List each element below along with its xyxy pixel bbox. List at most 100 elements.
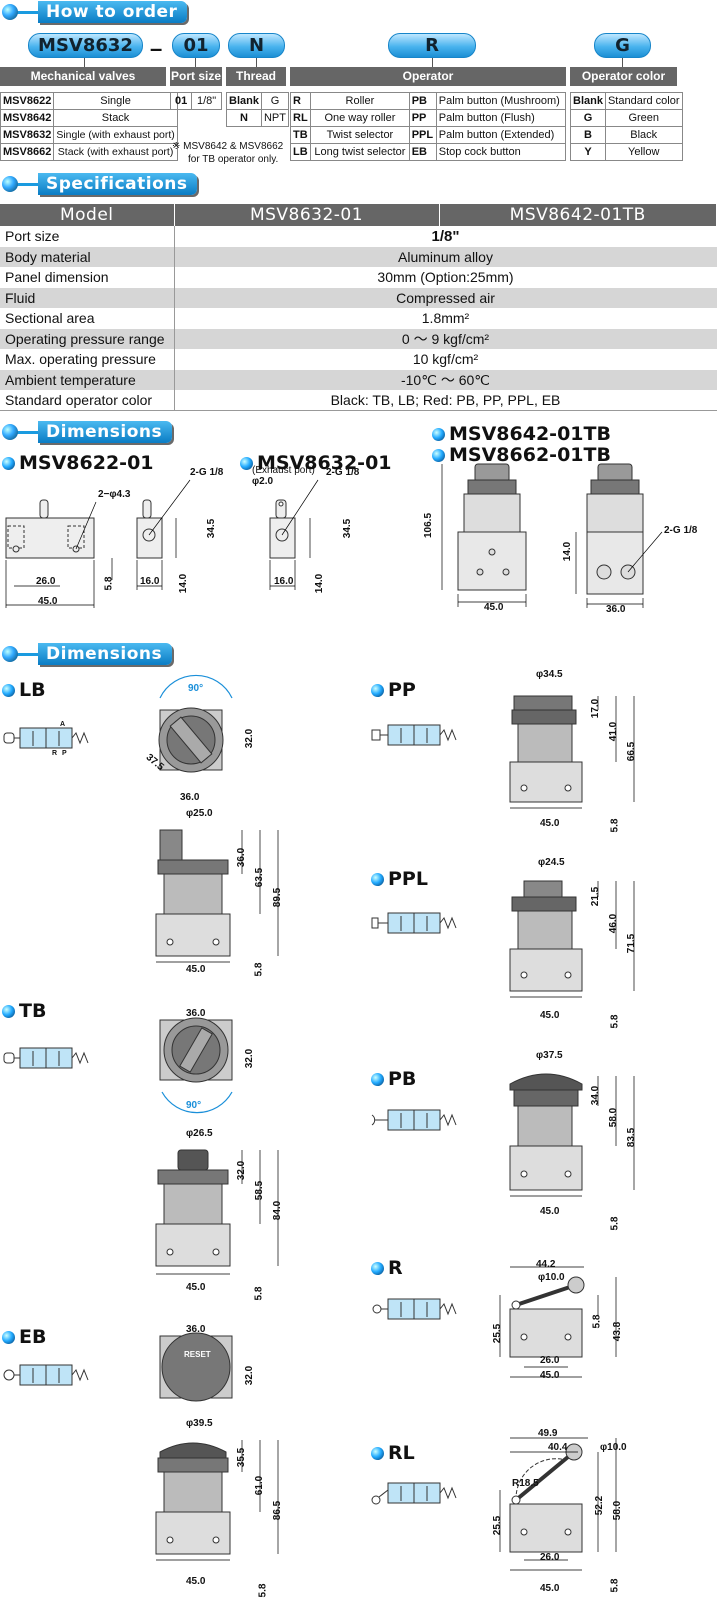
header-color: Operator color <box>570 67 677 86</box>
model-title-msv8642: MSV8642-01TB <box>432 423 611 445</box>
eb-side-view <box>155 1440 279 1561</box>
dim-label: 21.5 <box>590 886 602 907</box>
dim-label: 26.0 <box>540 1355 560 1366</box>
dim-label: 32.0 <box>244 1365 256 1386</box>
dim-label: 35.5 <box>236 1447 248 1468</box>
bullet-icon <box>371 1446 384 1460</box>
dim-label: 43.8 <box>612 1321 624 1342</box>
dim-label: 66.5 <box>626 741 638 762</box>
dim-label: 58.0 <box>608 1107 620 1128</box>
valve-symbol-icon <box>3 727 89 749</box>
section-title: How to order <box>38 1 188 23</box>
dim-label: 32.0 <box>244 1048 256 1069</box>
msv8642-drawing <box>441 463 663 608</box>
dim-label: 36.0 <box>186 1008 206 1019</box>
dim-label: 26.0 <box>36 576 56 587</box>
eb-top-view <box>159 1332 233 1402</box>
bullet-icon <box>371 1261 384 1275</box>
bullet-icon <box>2 4 18 20</box>
dim-label: 45.0 <box>38 596 58 607</box>
r-drawing <box>499 1266 617 1378</box>
dim-label: 17.0 <box>590 698 602 719</box>
tb-side-view <box>155 1149 279 1275</box>
msv8622-drawing <box>5 479 191 608</box>
dim-label: 84.0 <box>272 1200 284 1221</box>
dim-label: φ10.0 <box>600 1442 627 1453</box>
bullet-icon <box>2 424 18 440</box>
dim-label: 5.8 <box>609 1578 621 1593</box>
dim-label: 45.0 <box>540 1370 560 1381</box>
dim-label: 71.5 <box>626 933 638 954</box>
dim-label: 16.0 <box>274 576 294 587</box>
dim-label: 45.0 <box>540 1206 560 1217</box>
order-dash: – <box>150 36 163 61</box>
dim-label: 14.0 <box>178 573 190 594</box>
model-title-msv8622: MSV8622-01 <box>2 452 154 474</box>
dim-label: 45.0 <box>484 602 504 613</box>
dim-label: 45.0 <box>540 1583 560 1594</box>
dim-label: φ26.5 <box>186 1128 213 1139</box>
valve-symbol-icon <box>3 1047 89 1069</box>
dim-label: φ39.5 <box>186 1418 213 1429</box>
section-dimensions-1: Dimensions <box>2 420 173 444</box>
variant-eb: EB <box>2 1326 46 1348</box>
bullet-icon <box>371 1072 384 1086</box>
order-code-thread: N <box>228 33 285 58</box>
dim-label: 5.8 <box>253 962 265 977</box>
dim-label: 36.0 <box>180 792 200 803</box>
dim-label: 2-G 1/8 <box>326 467 360 478</box>
dim-label: 52.2 <box>594 1495 606 1516</box>
bullet-icon <box>432 448 445 462</box>
dim-label: 90° <box>188 683 204 694</box>
dim-label: 63.5 <box>254 867 266 888</box>
section-title: Specifications <box>38 173 198 195</box>
dim-label: 5.8 <box>609 1014 621 1029</box>
dim-label: 34.5 <box>342 518 354 539</box>
valve-symbol-icon <box>371 912 457 934</box>
variant-rl: RL <box>371 1442 415 1464</box>
variant-r: R <box>371 1257 403 1279</box>
header-thread: Thread <box>226 67 286 86</box>
valve-symbol-icon <box>371 1109 457 1131</box>
dim-label: φ10.0 <box>538 1272 565 1283</box>
msv8632-drawing <box>269 479 319 590</box>
order-code-model: MSV8632 <box>28 33 143 58</box>
dim-label: 58.5 <box>254 1180 266 1201</box>
dim-label: 45.0 <box>186 1282 206 1293</box>
dim-label: φ37.5 <box>536 1050 563 1061</box>
bullet-icon <box>432 427 445 441</box>
ppl-drawing <box>509 880 635 998</box>
dim-label: 14.0 <box>314 573 326 594</box>
bullet-icon <box>2 1004 15 1018</box>
section-dimensions-2: Dimensions <box>2 642 173 666</box>
table-row: Ambient temperature-10℃ ～ 60℃ <box>0 369 717 390</box>
dim-label: 61.0 <box>254 1475 266 1496</box>
dim-label: 45.0 <box>186 1576 206 1587</box>
model-title-msv8632: MSV8632-01 <box>240 452 392 474</box>
bullet-icon <box>240 456 253 470</box>
order-code-operator: R <box>388 33 476 58</box>
dim-label: 5.8 <box>609 1216 621 1231</box>
rl-drawing <box>499 1437 617 1571</box>
bullet-icon <box>2 1330 15 1344</box>
section-title: Dimensions <box>38 421 173 443</box>
variant-pp: PP <box>371 679 416 701</box>
model-title-msv8662: MSV8662-01TB <box>432 444 611 466</box>
dim-label: φ24.5 <box>538 857 565 868</box>
dim-label: 90° <box>186 1100 202 1111</box>
dim-label: 44.2 <box>536 1259 556 1270</box>
dim-label: 86.5 <box>272 1500 284 1521</box>
